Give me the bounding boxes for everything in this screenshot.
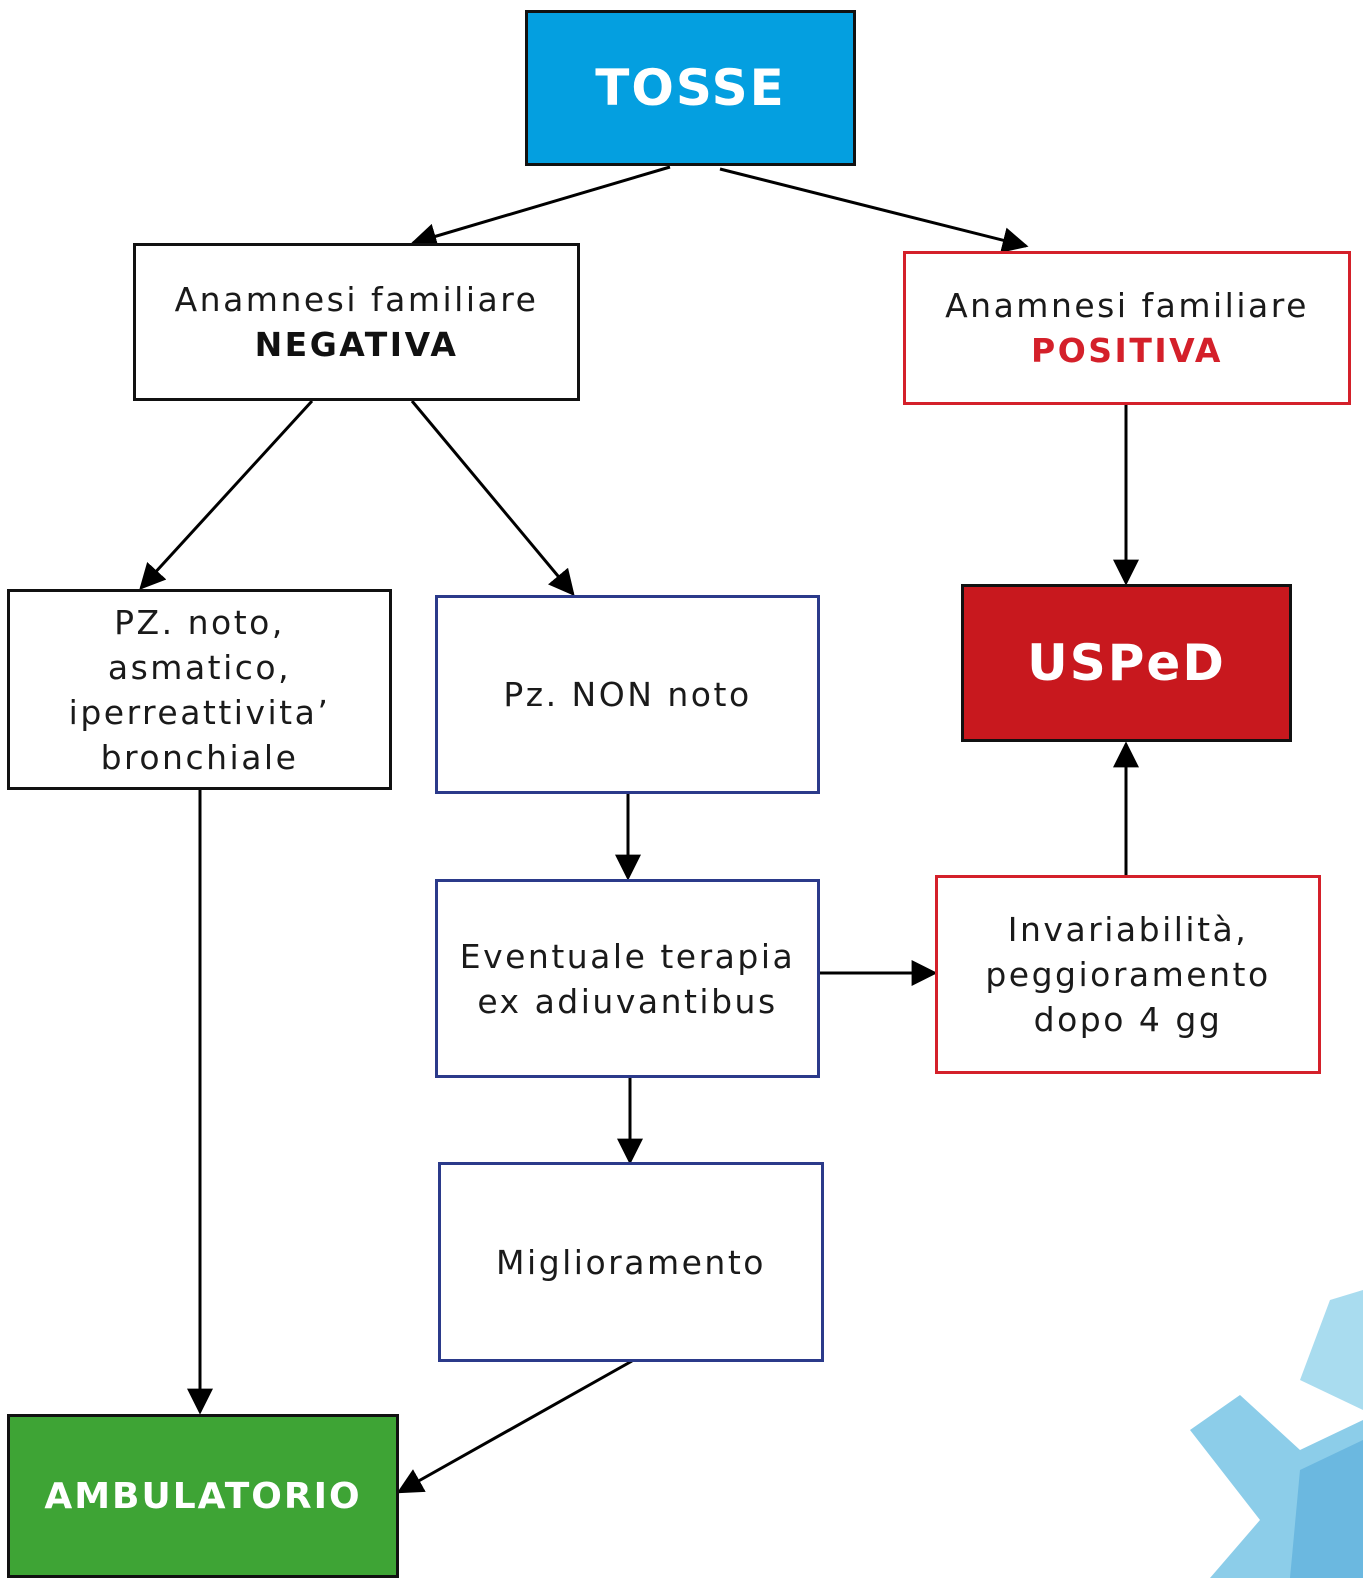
node-pz-noto: PZ. noto, asmatico, iperreattivita’ bron… — [7, 589, 392, 790]
node-invariabilita: Invariabilità, peggioramento dopo 4 gg — [935, 875, 1321, 1074]
node-positiva-line2: POSITIVA — [1031, 331, 1223, 370]
node-pz-non-noto-label: Pz. NON noto — [503, 675, 752, 714]
node-pz-noto-line1: PZ. noto, — [114, 602, 285, 642]
node-pz-non-noto: Pz. NON noto — [435, 595, 820, 794]
node-negativa-line2: NEGATIVA — [254, 325, 459, 364]
node-terapia-line1: Eventuale terapia — [459, 936, 796, 976]
node-usped-label: USPeD — [1027, 634, 1226, 692]
node-miglioramento: Miglioramento — [438, 1162, 824, 1362]
node-miglioramento-label: Miglioramento — [496, 1242, 766, 1282]
arrow-negativa-to-pz-non-noto — [410, 400, 575, 596]
node-ambulatorio: AMBULATORIO — [7, 1414, 399, 1578]
node-tosse-label: TOSSE — [595, 59, 786, 117]
arrow-tosse-to-positiva — [719, 167, 1029, 253]
node-anamnesi-positiva: Anamnesi familiare POSITIVA — [903, 251, 1351, 405]
node-negativa-line1: Anamnesi familiare — [174, 280, 539, 319]
decor-shape-light — [1300, 1290, 1363, 1410]
node-invariabilita-line3: dopo 4 gg — [1033, 1000, 1223, 1039]
node-terapia: Eventuale terapia ex adiuvantibus — [435, 879, 820, 1078]
arrow-tosse-to-negativa — [410, 165, 671, 249]
node-usped: USPeD — [961, 584, 1292, 742]
node-pz-noto-line3: iperreattivita’ — [68, 692, 331, 732]
decor-shape-dark — [1290, 1440, 1363, 1578]
node-pz-noto-line2: asmatico, — [107, 647, 292, 687]
arrow-negativa-to-pz-noto — [139, 399, 314, 590]
node-ambulatorio-label: AMBULATORIO — [44, 1475, 362, 1517]
node-pz-noto-line4: bronchiale — [100, 737, 299, 777]
node-invariabilita-line1: Invariabilità, — [1007, 910, 1249, 949]
node-tosse: TOSSE — [525, 10, 856, 166]
node-terapia-line2: ex adiuvantibus — [477, 981, 778, 1021]
arrow-miglioramento-to-ambulatorio — [396, 1359, 633, 1494]
node-positiva-line1: Anamnesi familiare — [945, 286, 1309, 325]
node-anamnesi-negativa: Anamnesi familiare NEGATIVA — [133, 243, 580, 401]
node-invariabilita-line2: peggioramento — [985, 955, 1271, 994]
